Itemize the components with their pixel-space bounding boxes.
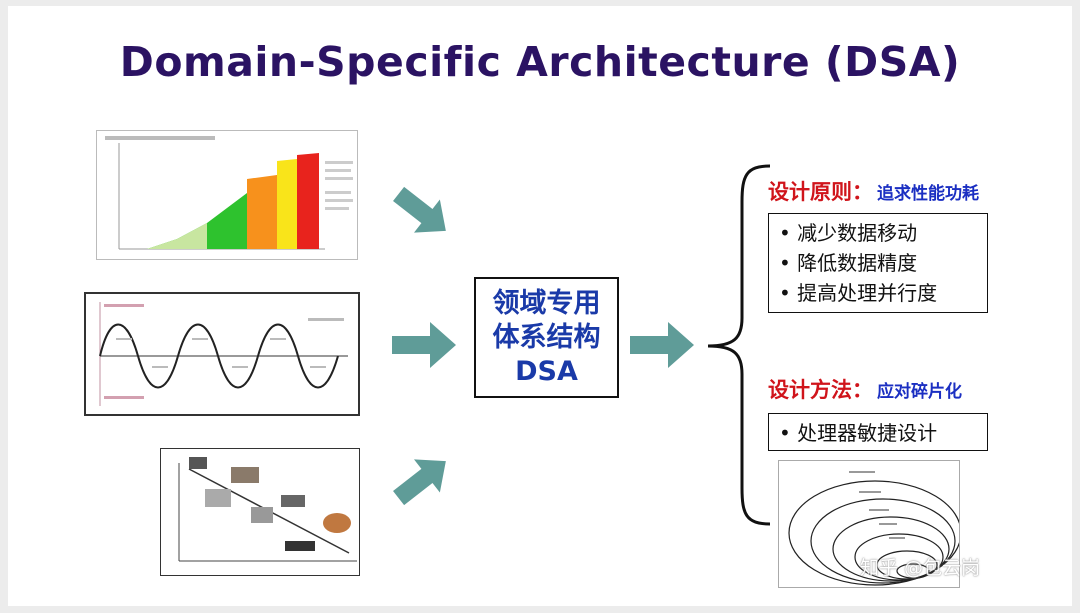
method-list: 处理器敏捷设计 [768,413,988,451]
principle-subheading: 追求性能功耗 [877,184,979,204]
arrow-right-output-icon [630,322,694,368]
principle-item: 提高处理并行度 [779,278,977,308]
dsa-center-box: 领域专用 体系结构 DSA [474,277,619,398]
center-line-1: 领域专用 [492,287,601,319]
watermark: 知乎 @包云岗 [860,557,981,579]
principle-list: 减少数据移动 降低数据精度 提高处理并行度 [768,213,988,313]
method-subheading: 应对碎片化 [877,382,962,402]
page-title: Domain-Specific Architecture (DSA) [119,38,961,86]
principle-item: 减少数据移动 [779,218,977,248]
principle-heading: 设计原则：追求性能功耗 [768,176,979,206]
arrow-up-right-icon [393,459,446,506]
center-line-3: DSA [515,355,578,387]
agile-spiral-image [778,460,960,588]
processor-performance-chart-image [96,130,358,260]
arrow-right-icon [392,322,456,368]
method-heading-label: 设计方法： [768,378,873,402]
curly-brace [707,164,771,526]
arrow-down-right-icon [393,186,446,233]
principle-heading-label: 设计原则： [768,180,873,204]
principle-item: 降低数据精度 [779,248,977,278]
center-line-2: 体系结构 [492,321,601,353]
makimoto-wave-image [84,292,360,416]
method-item: 处理器敏捷设计 [779,418,977,448]
method-heading: 设计方法：应对碎片化 [768,374,962,404]
computer-classes-image [160,448,360,576]
